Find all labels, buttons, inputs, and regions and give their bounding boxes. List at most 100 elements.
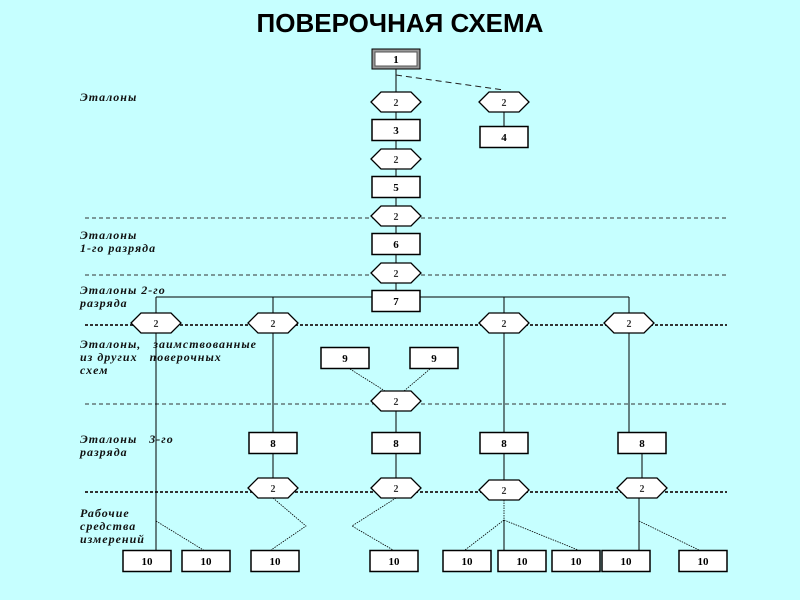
node-label: 8: [501, 438, 507, 450]
instrument-box: [497, 549, 547, 573]
instrument-box: [181, 549, 231, 573]
node-label: 10: [389, 556, 401, 568]
instrument-box: [250, 549, 300, 573]
edge-m_h2-w4: [351, 497, 397, 551]
root-box: [374, 51, 418, 67]
node-n5[interactable]: 5: [371, 175, 421, 199]
node-m_f2[interactable]: 2: [247, 312, 299, 334]
instrument-box: [678, 549, 728, 573]
node-label: 10: [621, 556, 633, 568]
node-label: 1: [393, 54, 399, 66]
node-m_e[interactable]: 2: [370, 262, 422, 284]
node-m_h2[interactable]: 2: [370, 477, 422, 499]
method-hexagon: [370, 477, 422, 499]
node-m_h1[interactable]: 2: [247, 477, 299, 499]
node-label: 2: [394, 98, 399, 109]
node-m_f3[interactable]: 2: [478, 312, 530, 334]
node-n3[interactable]: 3: [371, 118, 421, 142]
method-hexagon: [130, 312, 182, 334]
node-label: 10: [571, 556, 583, 568]
node-n8d[interactable]: 8: [617, 431, 667, 455]
node-w7[interactable]: 10: [551, 549, 601, 573]
node-label: 8: [270, 438, 276, 450]
node-label: 10: [270, 556, 282, 568]
method-hexagon: [616, 477, 668, 499]
node-m_b[interactable]: 2: [478, 91, 530, 113]
node-m_f4[interactable]: 2: [603, 312, 655, 334]
node-m_f1[interactable]: 2: [130, 312, 182, 334]
node-m_d[interactable]: 2: [370, 205, 422, 227]
node-m_c[interactable]: 2: [370, 148, 422, 170]
edge-m_f1-w2: [155, 520, 206, 552]
standard-box: [371, 175, 421, 199]
tier-label-rank2: Эталоны 2-го разряда: [80, 283, 166, 310]
node-n7[interactable]: 7: [371, 289, 421, 313]
method-hexagon: [478, 91, 530, 113]
node-m_g[interactable]: 2: [370, 390, 422, 412]
node-m_h4[interactable]: 2: [616, 477, 668, 499]
tier-label-borrowed: Эталоны, заимствованные из других поверо…: [80, 337, 257, 377]
node-n8c[interactable]: 8: [479, 431, 529, 455]
node-label: 2: [394, 397, 399, 408]
node-label: 10: [517, 556, 529, 568]
node-w3[interactable]: 10: [250, 549, 300, 573]
node-label: 2: [394, 155, 399, 166]
node-label: 2: [394, 212, 399, 223]
diagram-nodes: 1 2 2 3 4 2 5 2 6 2 7 2 2 2 2 9 9 2 8 8 8 8 2 2 2 2 10 10 10 10 10 10 10…: [122, 48, 728, 573]
tier-label-working: Рабочие средства измерений: [80, 506, 145, 546]
node-n4[interactable]: 4: [479, 125, 529, 149]
edge-m_h3-w7: [503, 519, 579, 551]
node-m_a[interactable]: 2: [370, 91, 422, 113]
node-n8b[interactable]: 8: [371, 431, 421, 455]
node-label: 8: [393, 438, 399, 450]
node-label: 2: [640, 484, 645, 495]
node-label: 2: [627, 319, 632, 330]
node-label: 10: [142, 556, 154, 568]
node-w6[interactable]: 10: [497, 549, 547, 573]
method-hexagon: [370, 390, 422, 412]
tier-label-rank1: Эталоны 1-го разряда: [80, 228, 157, 255]
node-w4[interactable]: 10: [369, 549, 419, 573]
node-label: 2: [502, 98, 507, 109]
node-label: 2: [271, 319, 276, 330]
standard-box: [479, 125, 529, 149]
node-label: 2: [502, 319, 507, 330]
node-m_h3[interactable]: 2: [478, 479, 530, 501]
node-label: 8: [639, 438, 645, 450]
node-w5[interactable]: 10: [442, 549, 492, 573]
edge-n9b-m_g: [403, 368, 431, 392]
node-label: 10: [698, 556, 710, 568]
standard-box: [371, 289, 421, 313]
tier-label-rank3: Эталоны 3-го разряда: [80, 432, 174, 459]
standard-box: [617, 431, 667, 455]
node-w1[interactable]: 10: [122, 549, 172, 573]
method-hexagon: [370, 91, 422, 113]
edge-m_h3-w5: [464, 500, 505, 551]
node-label: 10: [201, 556, 213, 568]
tier-label-standards: Эталоны: [80, 90, 138, 104]
method-hexagon: [603, 312, 655, 334]
node-label: 9: [342, 353, 348, 365]
node-n9b[interactable]: 9: [409, 346, 459, 370]
standard-box: [371, 431, 421, 455]
node-n6[interactable]: 6: [371, 232, 421, 256]
node-label: 4: [501, 132, 507, 144]
node-label: 3: [393, 125, 399, 137]
node-w2[interactable]: 10: [181, 549, 231, 573]
node-n1[interactable]: 1: [371, 48, 421, 70]
node-label: 10: [462, 556, 474, 568]
instrument-box: [551, 549, 601, 573]
node-label: 9: [431, 353, 437, 365]
node-n8a[interactable]: 8: [248, 431, 298, 455]
standard-box: [320, 346, 370, 370]
node-w9[interactable]: 10: [678, 549, 728, 573]
edge-n9a-m_g: [349, 368, 386, 392]
method-hexagon: [247, 312, 299, 334]
method-hexagon: [370, 262, 422, 284]
node-n9a[interactable]: 9: [320, 346, 370, 370]
node-w8[interactable]: 10: [601, 549, 651, 573]
edge-m_h4-w9: [638, 520, 700, 551]
node-label: 7: [393, 296, 399, 308]
node-label: 5: [393, 182, 399, 194]
